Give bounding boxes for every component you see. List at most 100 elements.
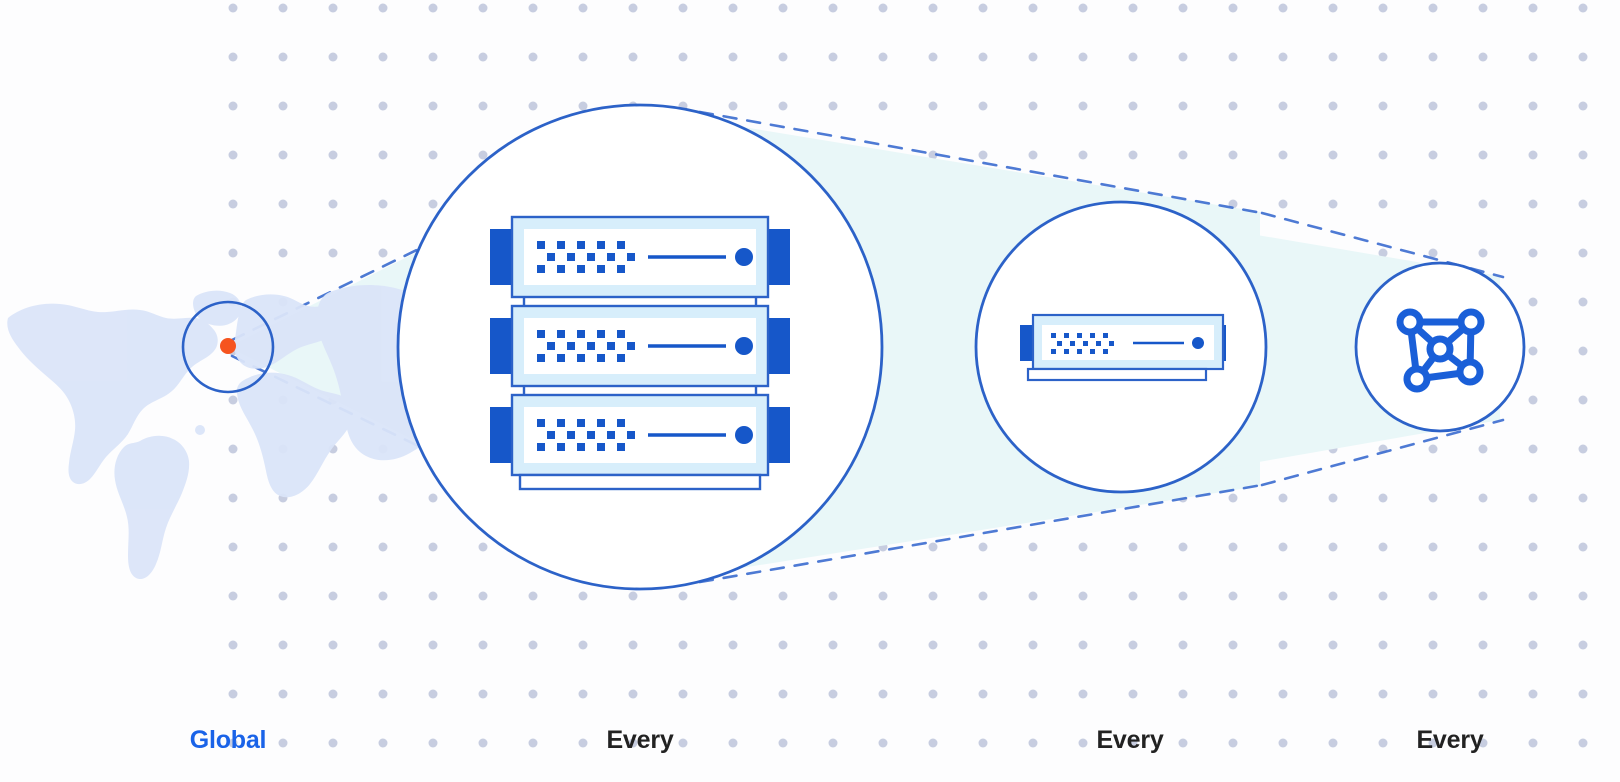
grid-dot [578,738,588,748]
grid-dot [1578,199,1588,209]
grid-dot [328,591,338,601]
grid-dot [378,591,388,601]
grid-dot [778,3,788,13]
grid-dot [928,52,938,62]
grid-dot [1078,591,1088,601]
grid-dot [1328,591,1338,601]
grid-dot [1178,689,1188,699]
grid-dot [428,199,438,209]
dash-upper-server-to-service [1260,211,1505,279]
grid-dot [478,591,488,601]
grid-dot [278,542,288,552]
grid-dot [478,150,488,160]
global-network-marker-dot [220,338,236,354]
grid-dot [478,52,488,62]
grid-dot [1478,738,1488,748]
grid-dot [1178,150,1188,160]
grid-dot [1178,101,1188,111]
grid-dot [828,738,838,748]
grid-dot [428,591,438,601]
grid-dot [628,640,638,650]
grid-dot [728,101,738,111]
grid-dot [1378,199,1388,209]
grid-dot [1278,640,1288,650]
grid-dot [1228,52,1238,62]
grid-dot [1178,542,1188,552]
grid-dot [878,52,888,62]
grid-dot [778,591,788,601]
grid-dot [1078,640,1088,650]
grid-dot [1378,542,1388,552]
grid-dot [928,542,938,552]
grid-dot [428,150,438,160]
grid-dot [1478,689,1488,699]
grid-dot [428,738,438,748]
grid-dot [1278,52,1288,62]
grid-dot [978,52,988,62]
grid-dot [1578,738,1588,748]
grid-dot [278,150,288,160]
grid-dot [928,738,938,748]
grid-dot [528,738,538,748]
grid-dot [1078,52,1088,62]
grid-dot [628,3,638,13]
grid-dot [378,542,388,552]
graph-node-n1 [1396,308,1424,336]
grid-dot [1578,542,1588,552]
grid-dot [878,101,888,111]
grid-dot [478,542,488,552]
grid-dot [228,542,238,552]
grid-dot [1128,101,1138,111]
grid-dot [1028,542,1038,552]
grid-dot [228,101,238,111]
graph-node-n5 [1456,358,1484,386]
graph-node-n2 [1457,308,1485,336]
grid-dot [978,3,988,13]
grid-dot [1128,52,1138,62]
grid-dot [1578,101,1588,111]
grid-dot [1378,493,1388,503]
grid-dot [378,101,388,111]
grid-dot [828,591,838,601]
server-rack-icon [490,215,790,491]
grid-dot [978,101,988,111]
grid-dot [1228,101,1238,111]
grid-dot [1428,444,1438,454]
grid-dot [228,689,238,699]
grid-dot [678,640,688,650]
grid-dot [1328,101,1338,111]
grid-dot [1028,689,1038,699]
grid-dot [1028,52,1038,62]
grid-dot [1378,640,1388,650]
grid-dot [1478,493,1488,503]
grid-dot [478,101,488,111]
grid-dot [1578,395,1588,405]
grid-dot [628,52,638,62]
grid-dot [1078,101,1088,111]
grid-dot [1178,3,1188,13]
dash-upper-dc-to-server [698,110,1264,215]
grid-dot [1428,591,1438,601]
grid-dot [978,591,988,601]
grid-dot [1078,542,1088,552]
grid-dot [1528,395,1538,405]
grid-dot [1528,199,1538,209]
grid-dot [328,150,338,160]
grid-dot [378,150,388,160]
grid-dot [278,640,288,650]
grid-dot [928,591,938,601]
grid-dot [1378,738,1388,748]
grid-dot [928,101,938,111]
grid-dot [1128,689,1138,699]
grid-dot [1428,150,1438,160]
grid-dot [428,493,438,503]
grid-dot [328,199,338,209]
grid-dot [1528,248,1538,258]
grid-dot [1378,248,1388,258]
grid-dot [828,52,838,62]
grid-dot [1228,3,1238,13]
grid-dot [1428,689,1438,699]
grid-dot [728,3,738,13]
grid-dot [1278,689,1288,699]
